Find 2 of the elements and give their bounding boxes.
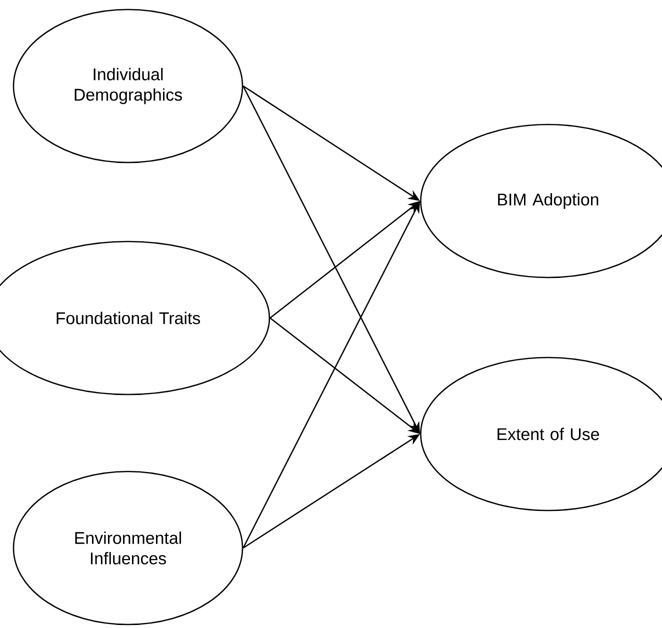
ellipse-node: Individual Demographics — [12, 8, 244, 164]
ellipse-node: Environmental Influences — [12, 470, 244, 626]
